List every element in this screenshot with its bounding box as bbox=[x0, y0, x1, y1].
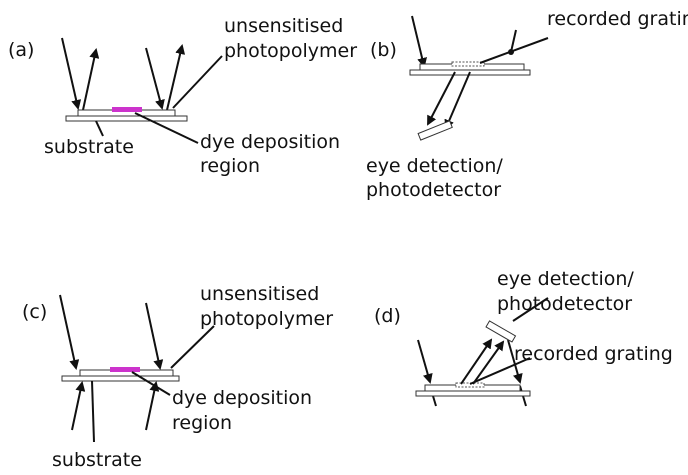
panel-c: (c) unsensitised photopolymer dye deposi… bbox=[22, 283, 333, 471]
label-b-detector-2: photodetector bbox=[366, 179, 501, 201]
beam-b-diffracted-1 bbox=[427, 71, 456, 126]
label-a-dye-2: region bbox=[200, 155, 260, 177]
label-c-unsensitised-2: photopolymer bbox=[200, 308, 333, 330]
beam-d-incident-1 bbox=[417, 339, 433, 384]
beam-a-2 bbox=[82, 48, 100, 111]
beam-b-diffracted-2 bbox=[444, 71, 471, 130]
label-a-unsensitised-2: photopolymer bbox=[224, 40, 357, 62]
panel-a-label: (a) bbox=[8, 39, 34, 61]
panel-b-label: (b) bbox=[370, 39, 397, 61]
leader-d-detector bbox=[512, 297, 549, 322]
label-a-unsensitised-1: unsensitised bbox=[224, 15, 343, 37]
panel-d: (d) eye detection/ photodetector recorde… bbox=[374, 268, 673, 407]
label-c-dye-1: dye deposition bbox=[172, 387, 312, 409]
label-b-detector-1: eye detection/ bbox=[366, 155, 503, 177]
dye-region-c bbox=[110, 367, 140, 372]
beam-a-1 bbox=[61, 37, 82, 110]
label-d-detector-1: eye detection/ bbox=[497, 268, 634, 290]
beam-b-incident bbox=[411, 15, 427, 68]
panel-c-label: (c) bbox=[22, 301, 47, 323]
panel-d-label: (d) bbox=[374, 305, 401, 327]
substrate-layer-d bbox=[415, 390, 531, 397]
beam-c-bottom-1 bbox=[71, 381, 86, 431]
leader-a-dye bbox=[134, 112, 199, 144]
leader-c-dye bbox=[131, 371, 171, 396]
label-b-grating: recorded grating bbox=[547, 8, 688, 30]
leader-b-grating bbox=[479, 37, 549, 64]
leader-c-unsensitised bbox=[170, 325, 215, 369]
substrate-layer-c bbox=[61, 375, 180, 382]
label-d-grating: recorded grating bbox=[514, 343, 673, 365]
label-a-dye-1: dye deposition bbox=[200, 131, 340, 153]
beam-c-top-1 bbox=[59, 294, 80, 370]
grating-b bbox=[451, 61, 485, 67]
detector-b bbox=[417, 120, 453, 141]
dye-region-a bbox=[112, 107, 142, 112]
beam-a-4 bbox=[166, 44, 186, 111]
panel-a: (a) unsensitised photopolymer dye deposi… bbox=[8, 15, 357, 177]
label-c-unsensitised-1: unsensitised bbox=[200, 283, 319, 305]
beam-c-bottom-2 bbox=[145, 381, 160, 431]
panel-b: (b) recorded grating eye detection/ phot… bbox=[366, 8, 688, 201]
beam-d-incident-2 bbox=[507, 339, 523, 384]
label-a-substrate: substrate bbox=[44, 136, 134, 158]
beam-a-3 bbox=[145, 47, 165, 110]
label-d-detector-2: photodetector bbox=[497, 293, 632, 315]
detector-d bbox=[485, 320, 517, 343]
beam-b-through bbox=[510, 29, 517, 53]
beam-d-diffracted-1 bbox=[460, 338, 493, 385]
leader-a-substrate bbox=[95, 120, 104, 137]
label-c-dye-2: region bbox=[172, 412, 232, 434]
leader-a-unsensitised bbox=[172, 55, 223, 109]
substrate-layer-a bbox=[65, 115, 188, 122]
leader-d-grating bbox=[469, 357, 531, 385]
leader-c-substrate bbox=[91, 380, 95, 443]
beam-c-top-2 bbox=[145, 302, 164, 370]
label-c-substrate: substrate bbox=[52, 449, 142, 471]
beam-d-diffracted-2 bbox=[472, 340, 505, 385]
